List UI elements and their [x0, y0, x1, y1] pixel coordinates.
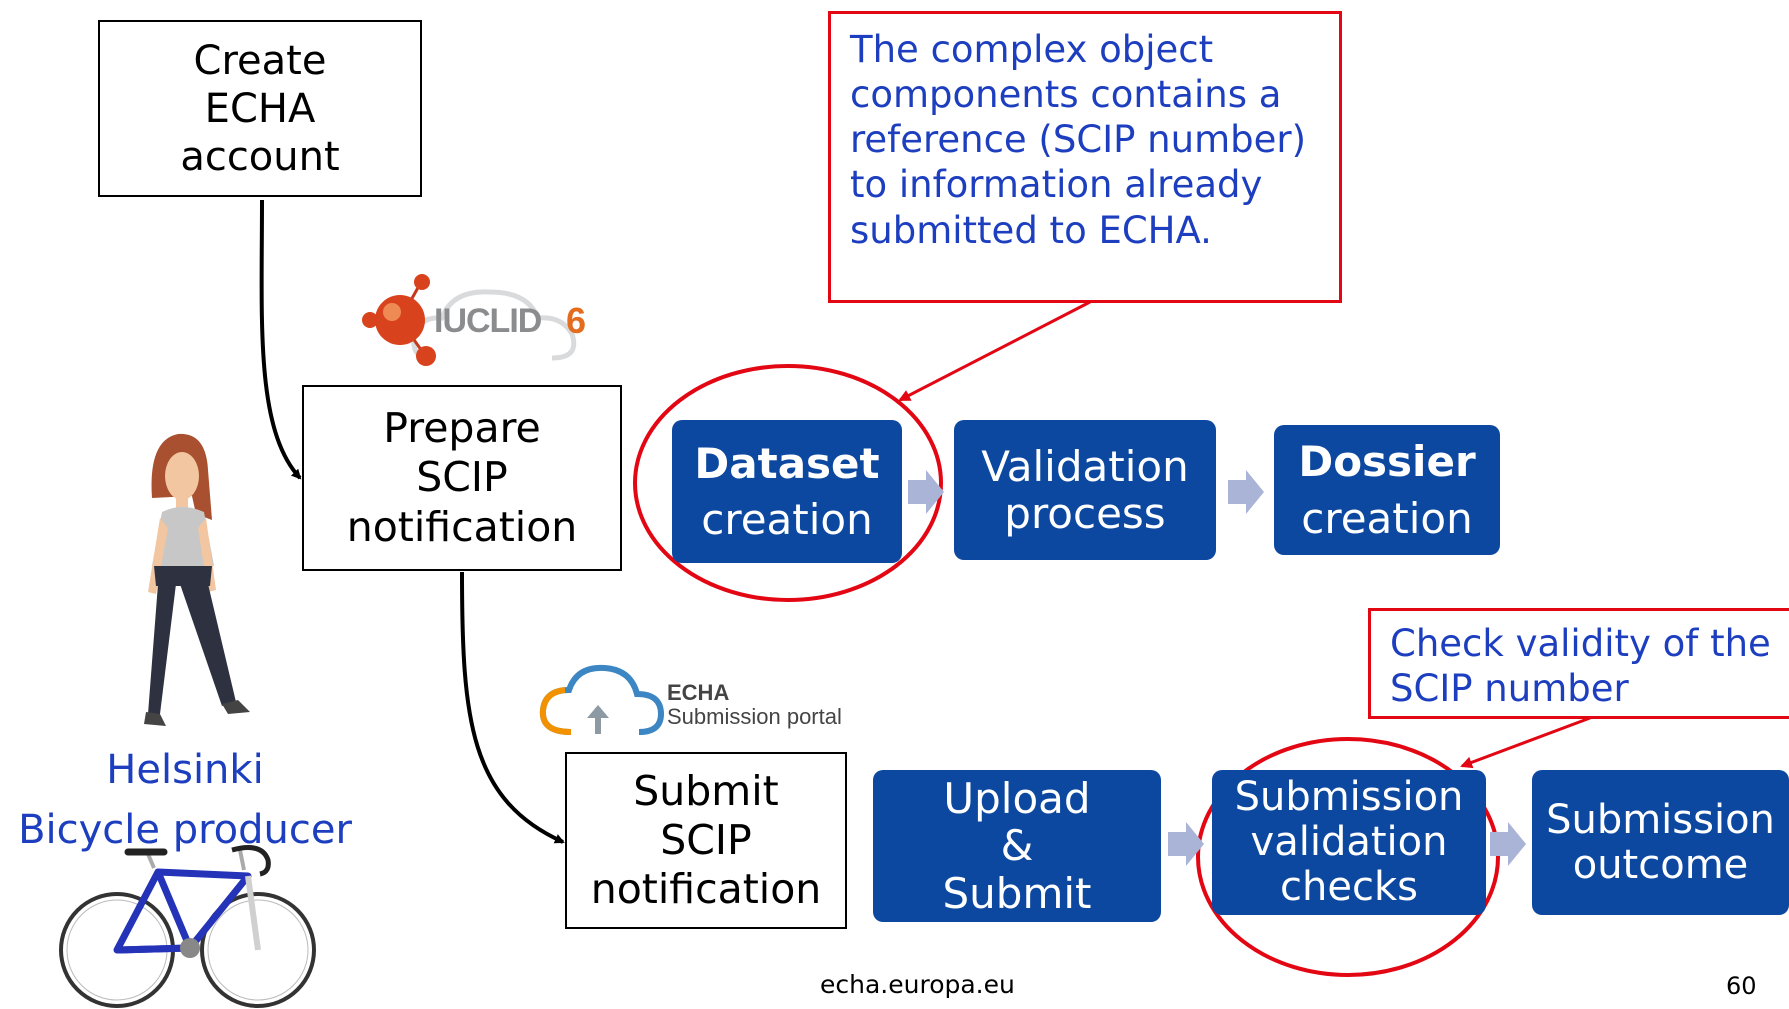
iuclid-wordmark: IUCLID — [434, 302, 542, 340]
create-account-line: ECHA — [204, 85, 316, 132]
prepare-line: SCIP — [416, 453, 508, 502]
portal-title: ECHA — [667, 680, 730, 705]
prepare-line: notification — [346, 502, 578, 551]
chevron-arrow-icon — [1490, 822, 1526, 866]
callout-complex-object: The complex object components contains a… — [828, 11, 1342, 303]
prepare-notification-box: Prepare SCIP notification — [302, 385, 622, 571]
create-account-line: account — [180, 133, 340, 180]
portal-subtitle: Submission portal — [667, 704, 842, 729]
persona-role: Bicycle producer — [18, 807, 352, 853]
process-label: creation — [701, 494, 873, 544]
iuclid-logo: IUCLID 6 — [352, 272, 592, 372]
persona-city: Helsinki — [106, 747, 264, 793]
callout-text: Check validity of the SCIP number — [1390, 622, 1771, 711]
submit-line: SCIP — [660, 815, 752, 864]
callout-line-check-validity — [1460, 716, 1591, 769]
arrow-prepare-to-submit — [460, 571, 565, 844]
chevron-arrow-icon — [908, 470, 944, 514]
footer-url: echa.europa.eu — [820, 970, 1015, 999]
process-upload-submit: Upload & Submit — [873, 770, 1161, 922]
highlight-ellipse-dataset — [633, 364, 943, 602]
process-submission-outcome: Submission outcome — [1532, 770, 1789, 915]
page-number: 60 — [1726, 972, 1757, 1000]
submit-line: Submit — [633, 766, 779, 815]
process-bold-label: Dossier — [1298, 436, 1476, 486]
create-account-line: Create — [193, 37, 327, 84]
process-label: Submission outcome — [1546, 796, 1775, 888]
callout-line-complex-object — [898, 300, 1091, 402]
callout-check-validity: Check validity of the SCIP number — [1368, 608, 1789, 719]
callout-text: The complex object components contains a… — [850, 28, 1307, 252]
cloud-upload-icon — [539, 664, 665, 735]
process-label: Validation process — [981, 441, 1189, 538]
process-submission-validation-checks: Submission validation checks — [1212, 770, 1486, 915]
echa-portal-logo: ECHA Submission portal — [535, 662, 905, 742]
prepare-line: Prepare — [383, 404, 541, 453]
arrow-create-to-prepare — [259, 199, 302, 480]
chevron-arrow-icon — [1168, 822, 1204, 866]
iuclid-logo-graphic — [362, 274, 577, 366]
process-validation: Validation process — [954, 420, 1216, 560]
process-label: Submission validation checks — [1234, 774, 1464, 910]
create-account-box: Create ECHA account — [98, 20, 422, 197]
highlight-ellipse-validation — [1196, 737, 1500, 977]
persona-label: Helsinki Bicycle producer — [0, 740, 370, 860]
process-label: Upload & Submit — [942, 774, 1092, 918]
submit-notification-box: Submit SCIP notification — [565, 752, 847, 929]
process-label: creation — [1301, 494, 1473, 543]
chevron-arrow-icon — [1228, 470, 1264, 514]
iuclid-version: 6 — [566, 300, 587, 341]
submit-line: notification — [590, 865, 822, 914]
process-bold-label: Dataset — [694, 439, 880, 489]
process-dataset-creation: Dataset creation — [672, 420, 902, 563]
process-dossier-creation: Dossier creation — [1274, 425, 1500, 555]
